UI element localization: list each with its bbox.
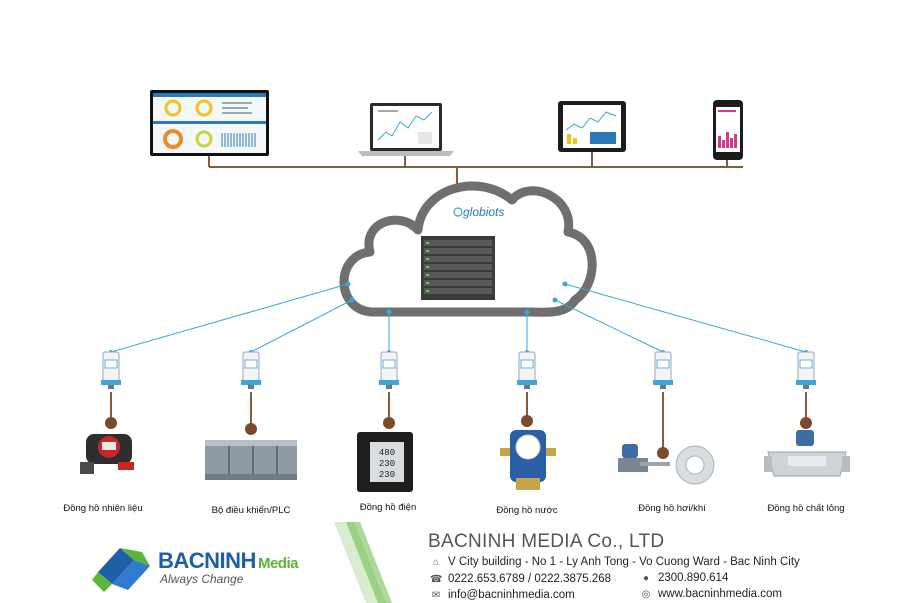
gateway-icon: [796, 351, 816, 389]
home-icon: ⌂: [432, 557, 440, 568]
device-label-gas: Đồng hồ hơi/khí: [638, 503, 706, 514]
phone-icon: ☎: [430, 574, 443, 585]
gateway-icon: [379, 351, 399, 389]
company-tax: 2300.890.614: [658, 572, 729, 584]
device-label-plc: Bộ điều khiển/PLC: [211, 505, 291, 516]
plc-controller-icon: [205, 440, 297, 480]
company-address: V City building - No 1 - Ly Anh Tong - V…: [448, 556, 800, 568]
globe-icon: ◎: [641, 589, 651, 600]
client-bus: [208, 152, 743, 186]
company-website: www.bacninhmedia.com: [658, 588, 783, 600]
svg-text:230: 230: [379, 459, 395, 469]
laptop: [358, 103, 454, 156]
logo-main: BACNINH: [158, 548, 256, 573]
svg-text:480: 480: [379, 448, 395, 458]
company-name: BACNINH MEDIA Co., LTD: [428, 531, 665, 552]
logo-accent: Media: [257, 555, 299, 572]
smartphone: [713, 100, 743, 160]
gateway-devices: [101, 351, 816, 389]
mail-icon: ✉: [431, 590, 441, 601]
server-rack-icon: [421, 236, 495, 300]
tablet: [558, 101, 626, 152]
gateway-icon: [517, 351, 537, 389]
gateway-links: [110, 283, 807, 353]
svg-text:230: 230: [379, 470, 395, 480]
device-label-fuel: Đồng hồ nhiên liệu: [63, 503, 143, 514]
gateway-icon: [101, 351, 121, 389]
device-label-liquid: Đồng hồ chất lỏng: [767, 503, 845, 514]
globiots-logo: globiots: [453, 205, 504, 219]
fuel-meter-icon: [80, 434, 134, 474]
tax-icon: ●: [642, 573, 650, 584]
bacninh-logo-mark: [92, 548, 150, 592]
liquid-flow-meter-icon: [764, 430, 850, 477]
company-email: info@bacninhmedia.com: [448, 589, 575, 601]
globiots-text: globiots: [463, 205, 504, 219]
water-meter-icon: [500, 430, 556, 490]
gateway-icon: [241, 351, 261, 389]
dashboard-monitor: [150, 90, 269, 156]
company-phone: 0222.653.6789 / 0222.3875.268: [448, 573, 612, 585]
gateway-icon: [653, 351, 673, 389]
logo-tagline: Always Change: [160, 572, 244, 586]
device-label-water: Đồng hồ nước: [496, 505, 558, 516]
power-meter-icon: 480 230 230: [357, 432, 413, 492]
device-label-power: Đồng hồ điện: [359, 502, 417, 513]
gas-flow-meter-icon: [618, 444, 715, 485]
